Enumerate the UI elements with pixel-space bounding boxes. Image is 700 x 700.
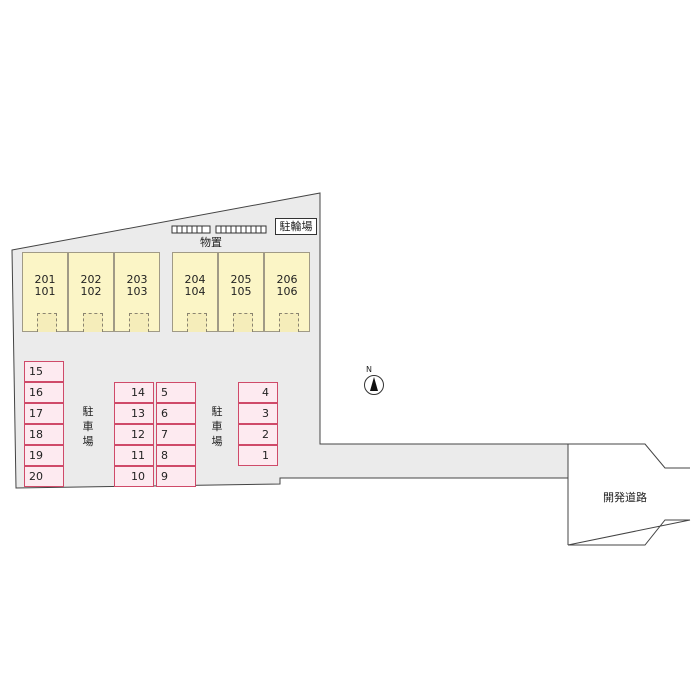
unit-205-105: 205 105 [218, 252, 264, 332]
parking-space-12: 12 [114, 424, 154, 445]
unit-204-104: 204 104 [172, 252, 218, 332]
unit-entrance [187, 313, 207, 332]
unit-entrance [279, 313, 299, 332]
unit-206-106: 206 106 [264, 252, 310, 332]
unit-number: 203 103 [115, 274, 159, 298]
unit-202-102: 202 102 [68, 252, 114, 332]
parking-space-20: 20 [24, 466, 64, 487]
bicycle-parking-label: 駐輪場 [275, 218, 317, 235]
unit-201-101: 201 101 [22, 252, 68, 332]
north-arrow-icon [370, 377, 378, 391]
unit-lower-number: 104 [184, 285, 206, 298]
parking-lot-label-west: 駐車場 [82, 405, 94, 448]
unit-number: 201 101 [23, 274, 67, 298]
parking-space-14: 14 [114, 382, 154, 403]
storage-sheds [171, 225, 267, 234]
storage-label: 物置 [200, 236, 222, 249]
site-lot [11, 192, 569, 489]
parking-space-5: 5 [156, 382, 196, 403]
parking-space-11: 11 [114, 445, 154, 466]
unit-lower-number: 106 [276, 285, 298, 298]
parking-space-1: 1 [238, 445, 278, 466]
unit-upper-number: 204 [184, 273, 206, 286]
parking-space-18: 18 [24, 424, 64, 445]
unit-upper-number: 206 [276, 273, 298, 286]
development-road [567, 443, 691, 546]
unit-lower-number: 101 [34, 285, 56, 298]
unit-number: 206 106 [265, 274, 309, 298]
unit-entrance [129, 313, 149, 332]
parking-lot-label-east: 駐車場 [211, 405, 223, 448]
unit-entrance [233, 313, 253, 332]
unit-entrance [83, 313, 103, 332]
parking-space-2: 2 [238, 424, 278, 445]
unit-number: 205 105 [219, 274, 263, 298]
parking-space-9: 9 [156, 466, 196, 487]
north-label: N [366, 365, 372, 374]
development-road-label: 開発道路 [603, 491, 647, 504]
parking-space-16: 16 [24, 382, 64, 403]
unit-entrance [37, 313, 57, 332]
parking-space-10: 10 [114, 466, 154, 487]
unit-number: 202 102 [69, 274, 113, 298]
parking-space-17: 17 [24, 403, 64, 424]
north-compass: N [362, 366, 384, 400]
parking-space-7: 7 [156, 424, 196, 445]
compass-ring [364, 375, 384, 395]
unit-upper-number: 202 [80, 273, 102, 286]
parking-space-8: 8 [156, 445, 196, 466]
parking-space-13: 13 [114, 403, 154, 424]
unit-upper-number: 201 [34, 273, 56, 286]
unit-upper-number: 205 [230, 273, 252, 286]
unit-lower-number: 103 [126, 285, 148, 298]
parking-space-4: 4 [238, 382, 278, 403]
parking-space-19: 19 [24, 445, 64, 466]
unit-lower-number: 105 [230, 285, 252, 298]
parking-space-3: 3 [238, 403, 278, 424]
parking-space-6: 6 [156, 403, 196, 424]
unit-lower-number: 102 [80, 285, 102, 298]
parking-space-15: 15 [24, 361, 64, 382]
unit-upper-number: 203 [126, 273, 148, 286]
unit-number: 204 104 [173, 274, 217, 298]
unit-203-103: 203 103 [114, 252, 160, 332]
